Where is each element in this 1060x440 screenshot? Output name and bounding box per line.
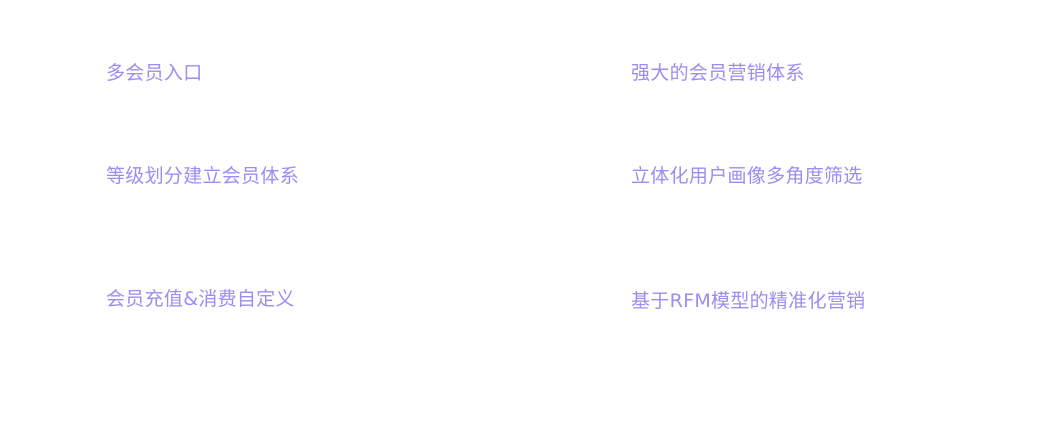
feature-user-profile: 立体化用户画像多角度筛选: [631, 165, 863, 187]
feature-rfm-marketing: 基于RFM模型的精准化营销: [631, 290, 866, 312]
feature-recharge-consumption: 会员充值&消费自定义: [106, 288, 295, 310]
feature-member-levels: 等级划分建立会员体系: [106, 165, 300, 187]
feature-marketing-system: 强大的会员营销体系: [631, 62, 805, 84]
feature-multi-member-entry: 多会员入口: [106, 62, 203, 84]
